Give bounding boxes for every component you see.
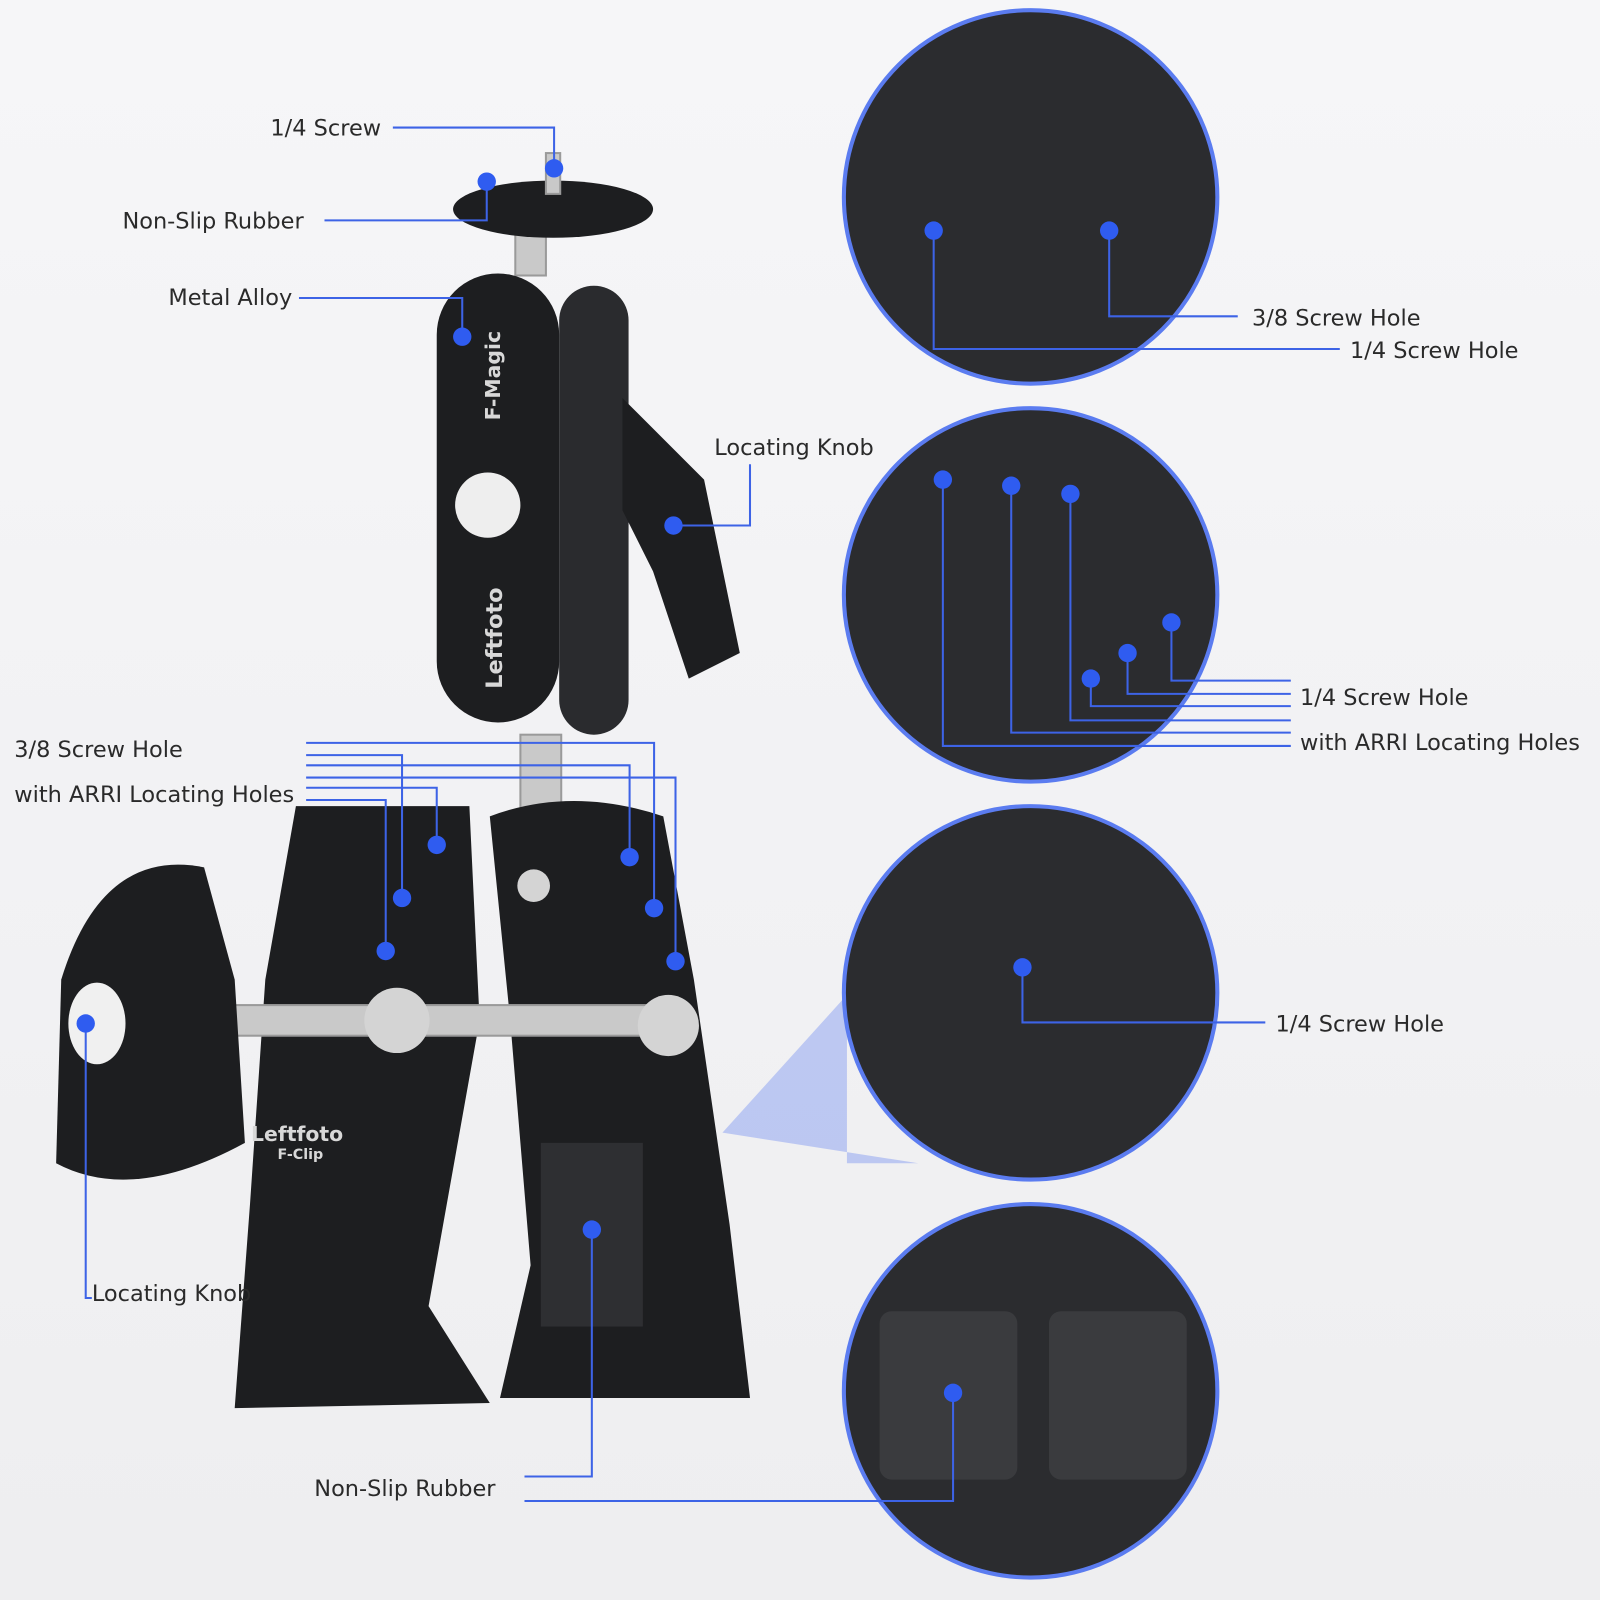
clamp-model-logo: F-Clip: [278, 1147, 324, 1163]
detail-circle-jaw-hole: [841, 804, 1220, 1182]
super-clamp: Leftfoto F-Clip: [56, 801, 750, 1409]
label-detail1-1-4: 1/4 Screw Hole: [1350, 338, 1518, 364]
label-detail2-2: with ARRI Locating Holes: [1300, 730, 1580, 756]
label-bottom-rubber: Non-Slip Rubber: [314, 1476, 496, 1502]
callout-dots: [76, 159, 1181, 1403]
detail-pad-right: [1048, 1311, 1187, 1480]
label-top-screw: 1/4 Screw: [270, 116, 381, 142]
detail-circle-arri-holes: [841, 406, 1220, 784]
arm-brand-logo: Leftfoto: [482, 587, 508, 688]
label-top-rubber: Non-Slip Rubber: [122, 209, 304, 235]
label-clamp-hole-2: with ARRI Locating Holes: [14, 782, 294, 808]
label-metal-alloy: Metal Alloy: [168, 285, 292, 311]
detail-circle-rubber-pads: [841, 1202, 1220, 1580]
label-locating-knob-lower: Locating Knob: [92, 1281, 251, 1307]
arm-rivet: [455, 472, 521, 538]
lower-locating-knob: [56, 864, 245, 1180]
arm-right-segment: [559, 285, 629, 735]
label-locating-knob-upper: Locating Knob: [714, 435, 873, 461]
leader-lines: [84, 126, 1340, 1503]
top-mount-plate: [453, 180, 654, 238]
magic-arm: F-Magic Leftfoto: [436, 152, 740, 818]
knob-cap: [68, 982, 126, 1065]
label-detail2-1: 1/4 Screw Hole: [1300, 685, 1468, 711]
label-detail3: 1/4 Screw Hole: [1276, 1012, 1444, 1038]
detail-circle-hinge: [841, 8, 1220, 386]
clamp-left-jaw: [234, 806, 490, 1409]
arm-model-logo: F-Magic: [481, 331, 505, 421]
label-clamp-hole-1: 3/8 Screw Hole: [14, 737, 182, 763]
zoom-beam: [722, 994, 919, 1164]
clamp-rivet-top: [517, 869, 550, 903]
clamp-rivet-right: [637, 994, 699, 1057]
clamp-rivet-left: [364, 987, 430, 1054]
label-detail1-3-8: 3/8 Screw Hole: [1252, 306, 1420, 332]
clamp-threaded-rod: [233, 1004, 655, 1037]
upper-locating-knob: [622, 397, 740, 679]
clamp-brand-logo: Leftfoto: [251, 1122, 343, 1146]
